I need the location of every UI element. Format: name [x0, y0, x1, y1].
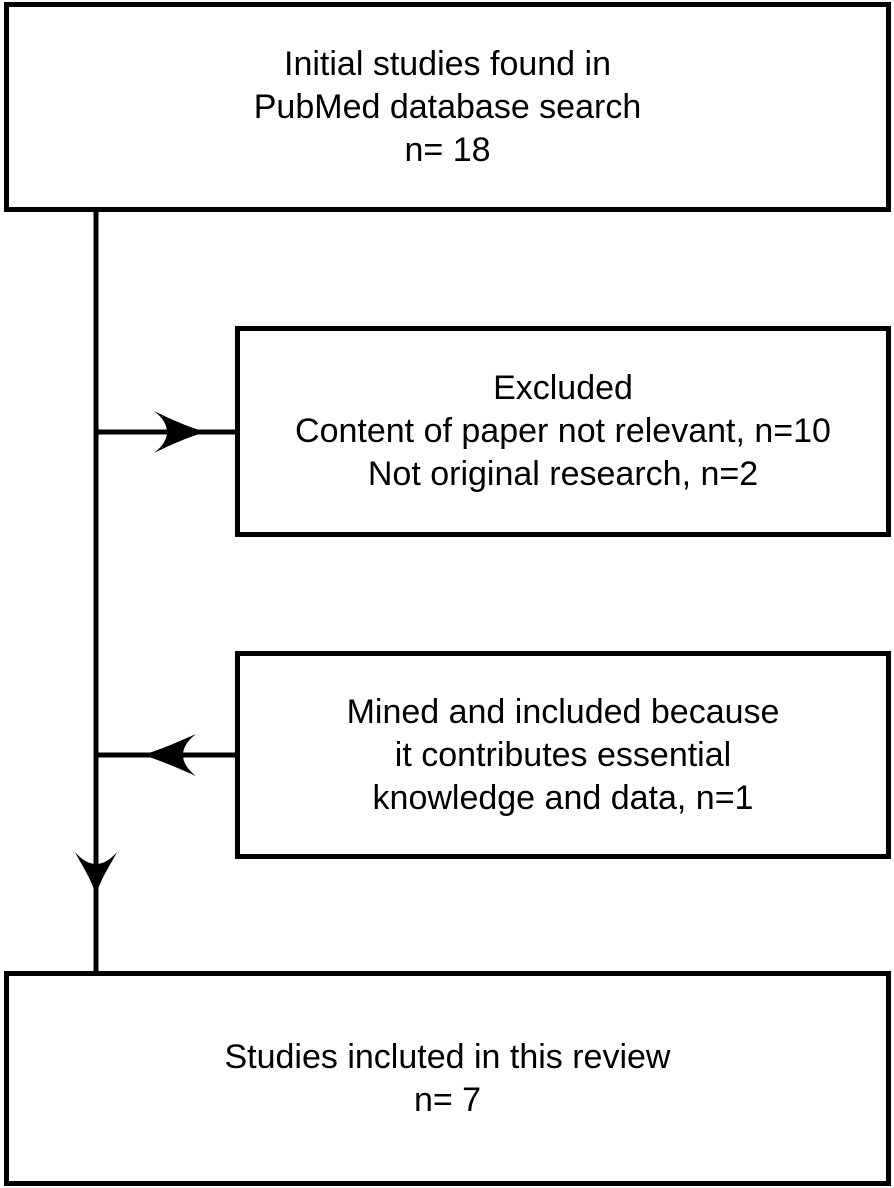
mined-line-1: Mined and included because	[346, 692, 780, 731]
final-studies-box: Studies incluted in this review n= 7	[4, 971, 891, 1186]
excluded-reason-2: Not original research, n=2	[367, 455, 759, 493]
final-count: n= 7	[413, 1080, 482, 1119]
initial-line-2: PubMed database search	[253, 87, 642, 126]
mined-line-2: it contributes essential	[394, 735, 732, 774]
initial-count: n= 18	[404, 130, 491, 169]
initial-studies-box: Initial studies found in PubMed database…	[4, 2, 891, 212]
mined-included-box: Mined and included because it contribute…	[235, 651, 891, 859]
excluded-heading: Excluded	[493, 369, 633, 407]
arrowhead-left-icon	[143, 734, 196, 776]
excluded-box: Excluded Content of paper not relevant, …	[235, 326, 891, 537]
mined-line-3: knowledge and data, n=1	[372, 778, 754, 817]
arrowhead-right-icon	[154, 411, 205, 453]
initial-line-1: Initial studies found in	[284, 44, 611, 83]
final-line-1: Studies incluted in this review	[224, 1037, 671, 1076]
arrowhead-down-icon	[75, 852, 117, 895]
excluded-reason-1: Content of paper not relevant, n=10	[295, 412, 831, 450]
